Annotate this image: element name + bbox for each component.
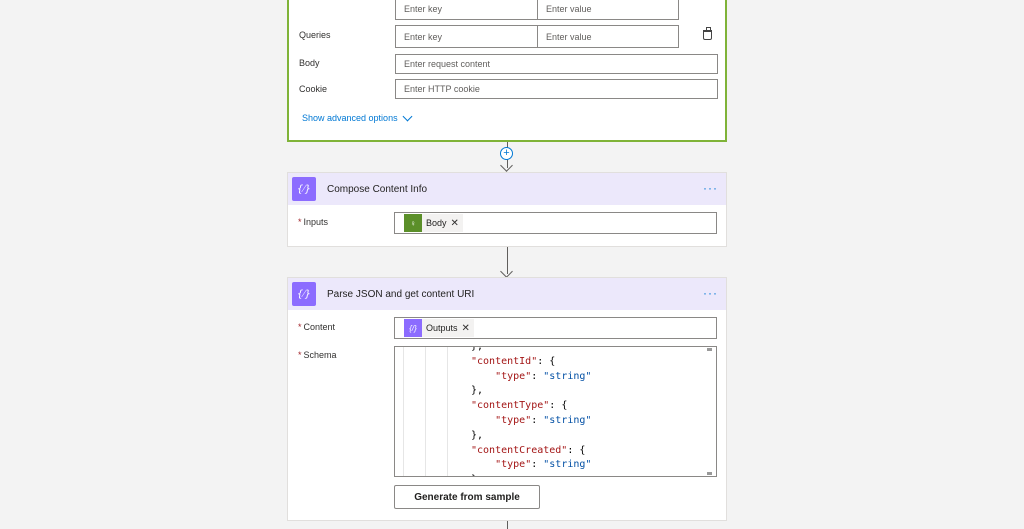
remove-token-icon[interactable]: ✕ [450,217,459,229]
inputs-label-text: Inputs [303,217,329,227]
content-label: *Content [298,322,335,332]
body-label: Body [299,58,320,68]
compose-output-icon: {/} [404,319,422,337]
code-line: }, [471,385,484,397]
required-mark: * [298,322,302,332]
code-line: "type": "string" [495,459,592,471]
connector-line [507,521,508,529]
schema-label-text: Schema [303,350,337,360]
code-line: }, [471,346,484,352]
json-key: "contentCreated" [471,444,568,456]
remove-token-icon[interactable]: ✕ [461,322,470,334]
content-label-text: Content [303,322,336,332]
parse-card-title: Parse JSON and get content URI [327,288,475,300]
data-operation-icon: {⁄} [292,177,316,201]
json-key: "type" [495,370,532,382]
compose-card-header[interactable]: {⁄} Compose Content Info ··· [288,173,726,205]
generate-from-sample-button[interactable]: Generate from sample [394,485,540,509]
show-advanced-options-link[interactable]: Show advanced options [302,111,413,123]
query-value-input[interactable]: Enter value [537,25,679,48]
code-line: "contentId": { [471,355,556,367]
outputs-token-label: Outputs [426,323,458,333]
connector-line [507,247,508,274]
json-key: "type" [495,414,532,426]
required-mark: * [298,350,302,360]
json-string-value: "string" [543,414,592,426]
parse-json-action-card: {⁄} Parse JSON and get content URI ··· *… [287,277,727,521]
chevron-down-icon [402,111,413,121]
cookie-input[interactable]: Enter HTTP cookie [395,79,718,99]
query-key-input[interactable]: Enter key [395,25,538,48]
scrollbar-top-marker[interactable] [707,348,712,351]
indent-guide [403,347,404,476]
queries-label: Queries [299,30,331,40]
compose-card-title: Compose Content Info [327,183,428,195]
cookie-label: Cookie [299,84,328,94]
schema-code-editor[interactable]: }, "contentId": { "type": "string"}, "cont… [394,346,717,477]
content-field[interactable] [394,317,717,339]
http-trigger-icon: ♀ [404,214,422,232]
code-line: }, [471,429,484,441]
body-input[interactable]: Enter request content [395,54,718,74]
schema-code-lines: }, "contentId": { "type": "string"}, "cont… [471,346,592,476]
arrow-down-icon [500,265,513,278]
json-string-value: "string" [543,459,592,471]
indent-guide [447,347,448,476]
delete-row-icon[interactable] [703,27,712,40]
advanced-options-label: Show advanced options [302,113,398,123]
schema-label: *Schema [298,350,337,360]
json-key: "contentType" [471,400,550,412]
code-line: "contentCreated": { [471,444,586,456]
more-options-icon[interactable]: ··· [703,181,718,195]
code-line: "type": "string" [495,414,592,426]
outputs-token[interactable]: {/} Outputs ✕ [404,319,474,337]
body-token-label: Body [426,218,447,228]
code-line: }, [471,473,591,476]
indent-guide [425,347,426,476]
header-key-input[interactable]: Enter key [395,0,538,20]
inputs-label: *Inputs [298,217,328,227]
add-step-icon[interactable]: + [500,147,513,160]
compose-action-card: {⁄} Compose Content Info ··· *Inputs ♀ B… [287,172,727,247]
arrow-down-icon [500,159,513,172]
json-key: "type" [495,459,532,471]
json-key: "contentId" [471,355,538,367]
http-action-card: Enter key Enter value Queries Enter key … [287,0,727,142]
code-line: "type": "string" [495,370,592,382]
more-options-icon[interactable]: ··· [703,286,718,300]
inputs-field[interactable] [394,212,717,234]
required-mark: * [298,217,302,227]
body-token[interactable]: ♀ Body ✕ [404,214,463,232]
parse-card-header[interactable]: {⁄} Parse JSON and get content URI ··· [288,278,726,310]
data-operation-icon: {⁄} [292,282,316,306]
code-line: "contentType": { [471,400,568,412]
json-string-value: "string" [543,370,592,382]
header-value-input[interactable]: Enter value [537,0,679,20]
scrollbar-bottom-marker[interactable] [707,472,712,475]
